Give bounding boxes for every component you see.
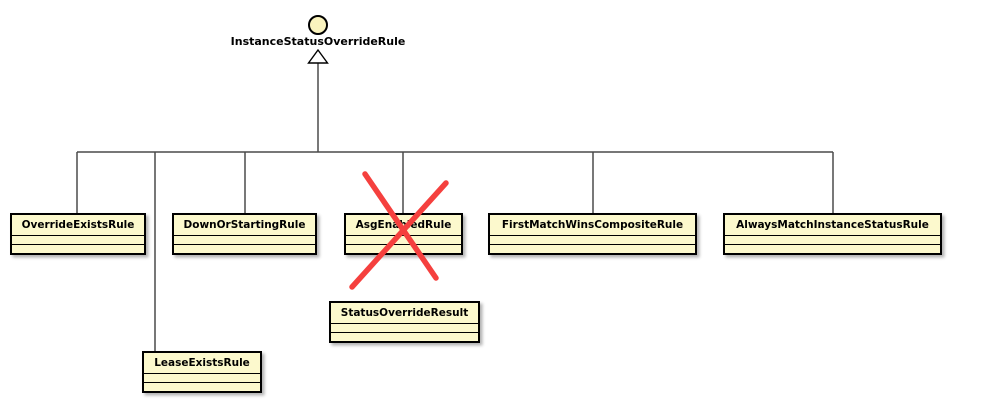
class-attributes-compartment: [346, 235, 461, 244]
class-name: DownOrStartingRule: [183, 219, 306, 231]
class-box-lease-exists-rule: LeaseExistsRule: [142, 351, 262, 393]
class-name: StatusOverrideResult: [340, 307, 469, 319]
class-box-asg-enabled-rule: AsgEnabledRule: [344, 213, 463, 255]
class-box-status-override-result: StatusOverrideResult: [329, 301, 480, 343]
class-attributes-compartment: [490, 235, 695, 244]
class-name: AlwaysMatchInstanceStatusRule: [736, 219, 929, 231]
class-attributes-compartment: [725, 235, 940, 244]
class-box-down-or-starting-rule: DownOrStartingRule: [172, 213, 317, 255]
class-methods-compartment: [725, 244, 940, 253]
class-attributes-compartment: [331, 323, 478, 332]
class-attributes-compartment: [174, 235, 315, 244]
class-name: OverrideExistsRule: [21, 219, 135, 231]
class-methods-compartment: [490, 244, 695, 253]
interface-name-label: InstanceStatusOverrideRule: [230, 35, 406, 48]
class-attributes-compartment: [12, 235, 144, 244]
class-box-always-match-instance-status-rule: AlwaysMatchInstanceStatusRule: [723, 213, 942, 255]
class-name: LeaseExistsRule: [154, 357, 250, 369]
class-methods-compartment: [346, 244, 461, 253]
class-methods-compartment: [12, 244, 144, 253]
class-name: AsgEnabledRule: [355, 219, 452, 231]
class-box-override-exists-rule: OverrideExistsRule: [10, 213, 146, 255]
class-methods-compartment: [144, 382, 260, 391]
class-box-first-match-wins-composite-rule: FirstMatchWinsCompositeRule: [488, 213, 697, 255]
interface-circle-icon: [308, 15, 328, 35]
class-attributes-compartment: [144, 373, 260, 382]
class-methods-compartment: [174, 244, 315, 253]
class-methods-compartment: [331, 332, 478, 341]
class-name: FirstMatchWinsCompositeRule: [501, 219, 684, 231]
inheritance-triangle-icon: [307, 48, 329, 64]
